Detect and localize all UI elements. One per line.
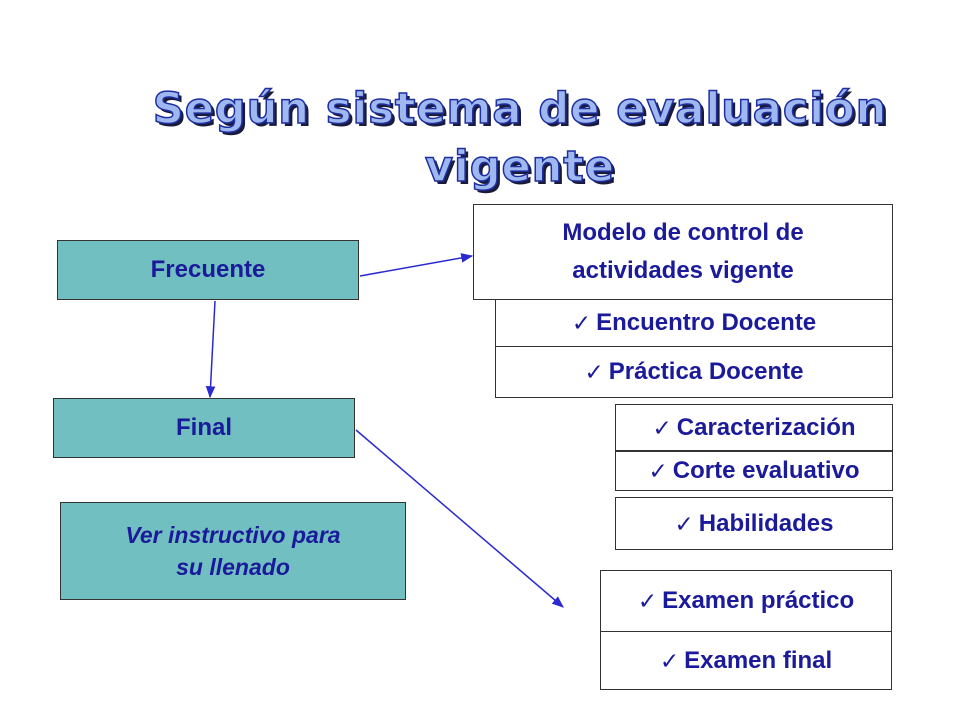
frecuente-box: Frecuente bbox=[57, 240, 359, 300]
check-icon: ✓ bbox=[652, 414, 672, 441]
arrow-frecuente-to-final bbox=[205, 300, 216, 399]
title-line-1: Según sistema de evaluación bbox=[152, 83, 888, 135]
check-icon: ✓ bbox=[674, 510, 694, 537]
frecuente-label: Frecuente bbox=[150, 256, 266, 283]
instructivo-line-1: Ver instructivo para bbox=[125, 522, 341, 548]
check-icon: ✓ bbox=[571, 310, 592, 336]
corte-box: ✓ Corte evaluativo bbox=[615, 451, 893, 491]
arrow-final-to-examen bbox=[355, 429, 564, 608]
habilidades-box: ✓ Habilidades bbox=[615, 497, 893, 550]
examen-final-label: Examen final bbox=[684, 646, 833, 674]
encuentro-label: Encuentro Docente bbox=[596, 309, 817, 336]
modelo-line-1: Modelo de control de bbox=[562, 219, 804, 246]
examen-practico-label: Examen práctico bbox=[662, 587, 855, 614]
final-label: Final bbox=[175, 414, 232, 441]
title-line-2: vigente bbox=[424, 141, 616, 193]
arrow-frecuente-to-modelo bbox=[359, 253, 474, 277]
check-icon: ✓ bbox=[648, 458, 668, 484]
corte-label: Corte evaluativo bbox=[672, 457, 860, 484]
habilidades-label: Habilidades bbox=[698, 509, 834, 537]
check-icon: ✓ bbox=[659, 647, 680, 674]
practica-box: ✓ Práctica Docente bbox=[495, 346, 893, 398]
examen-final-box: ✓ Examen final bbox=[600, 631, 892, 690]
modelo-line-2: actividades vigente bbox=[572, 257, 794, 284]
check-icon: ✓ bbox=[584, 359, 604, 385]
instructivo-line-2: su llenado bbox=[176, 554, 290, 580]
final-box: Final bbox=[53, 398, 355, 458]
caracterizacion-label: Caracterización bbox=[676, 413, 856, 441]
practica-label: Práctica Docente bbox=[608, 358, 804, 385]
modelo-box: Modelo de control de actividades vigente bbox=[473, 204, 893, 300]
instructivo-box: Ver instructivo para su llenado bbox=[60, 502, 406, 600]
check-icon: ✓ bbox=[637, 588, 658, 614]
examen-practico-box: ✓ Examen práctico bbox=[600, 570, 892, 632]
page-title: Según sistema de evaluación vigente bbox=[100, 80, 940, 196]
caracterizacion-box: ✓ Caracterización bbox=[615, 404, 893, 451]
